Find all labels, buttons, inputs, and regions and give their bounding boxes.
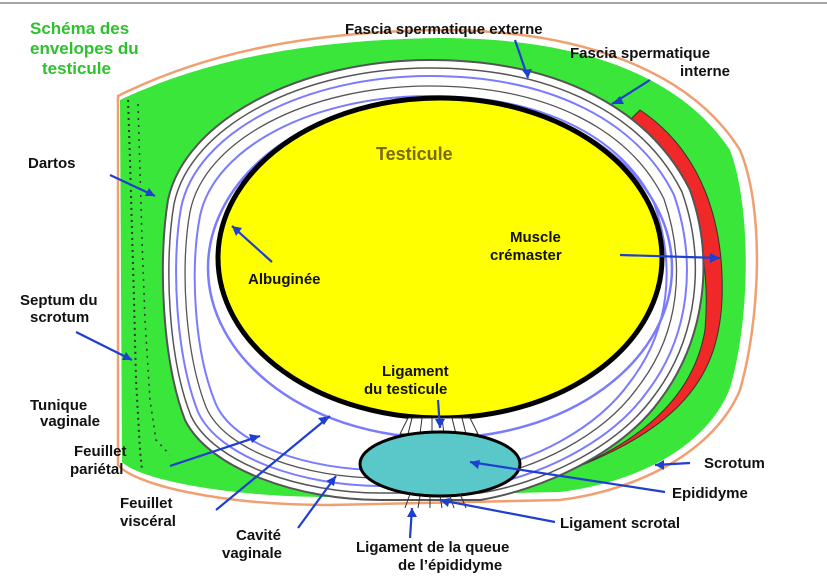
label-feuillet-parietal-2: pariétal xyxy=(70,461,123,478)
label-dartos: Dartos xyxy=(28,155,76,172)
label-feuillet-parietal-1: Feuillet xyxy=(74,443,127,460)
label-muscle-1: Muscle xyxy=(510,229,561,246)
arrow-ligament-scrotal xyxy=(440,500,555,522)
label-ligament-scrotal: Ligament scrotal xyxy=(560,515,680,532)
diagram-title-line1: Schéma des xyxy=(30,19,129,38)
label-ligament-testicule-1: Ligament xyxy=(382,363,449,380)
label-albuginee: Albuginée xyxy=(248,271,321,288)
label-fascia-interne-2: interne xyxy=(680,63,730,80)
label-feuillet-visceral-2: viscéral xyxy=(120,513,176,530)
label-ligament-queue-2: de l’épididyme xyxy=(398,557,502,574)
label-epididyme: Epididyme xyxy=(672,485,748,502)
label-ligament-queue-1: Ligament de la queue xyxy=(356,539,509,556)
label-tunique-2: vaginale xyxy=(40,413,100,430)
label-ligament-testicule-2: du testicule xyxy=(364,381,447,398)
epididymis xyxy=(360,432,520,496)
diagram-title-line2: envelopes du xyxy=(30,39,139,58)
label-tunique-1: Tunique xyxy=(30,397,87,414)
label-septum-2: scrotum xyxy=(30,309,89,326)
diagram-title-line3: testicule xyxy=(42,59,111,78)
label-fascia-externe: Fascia spermatique externe xyxy=(345,21,543,38)
label-scrotum: Scrotum xyxy=(704,455,765,472)
label-fascia-interne-1: Fascia spermatique xyxy=(570,45,710,62)
label-cavite-2: vaginale xyxy=(222,545,282,562)
label-muscle-2: crémaster xyxy=(490,247,562,264)
label-feuillet-visceral-1: Feuillet xyxy=(120,495,173,512)
label-septum-1: Septum du xyxy=(20,292,98,309)
arrowhead-ligament-queue xyxy=(407,508,417,517)
label-cavite-1: Cavité xyxy=(236,527,281,544)
label-testicule: Testicule xyxy=(376,144,453,164)
